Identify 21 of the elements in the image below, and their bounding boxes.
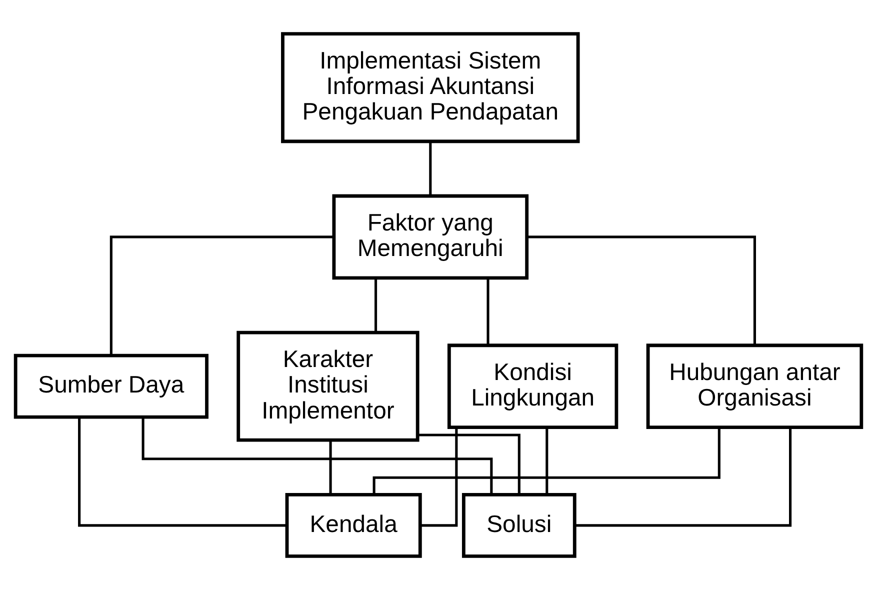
connector xyxy=(418,434,520,494)
connector xyxy=(374,278,378,332)
node-box: Sumber Daya xyxy=(14,354,208,419)
connector xyxy=(527,236,756,345)
node-box: Kondisi Lingkungan xyxy=(447,344,618,429)
connector xyxy=(78,417,286,527)
connector xyxy=(142,418,493,494)
node-box: Kendala xyxy=(285,493,422,558)
connector xyxy=(574,427,792,527)
connector xyxy=(546,427,548,494)
connector xyxy=(372,428,720,494)
connector xyxy=(329,440,332,494)
connector xyxy=(420,427,458,527)
node-box: Karakter Institusi Implementor xyxy=(236,330,420,442)
node-box: Hubungan antar Organisasi xyxy=(646,344,864,429)
connector xyxy=(429,142,432,196)
node-box: Faktor yang Memengaruhi xyxy=(332,194,529,280)
connector xyxy=(110,236,334,356)
connector xyxy=(486,278,490,345)
node-box: Implementasi Sistem Informasi Akuntansi Pengakuan Pendapatan xyxy=(281,32,580,144)
node-box: Solusi xyxy=(462,493,576,558)
